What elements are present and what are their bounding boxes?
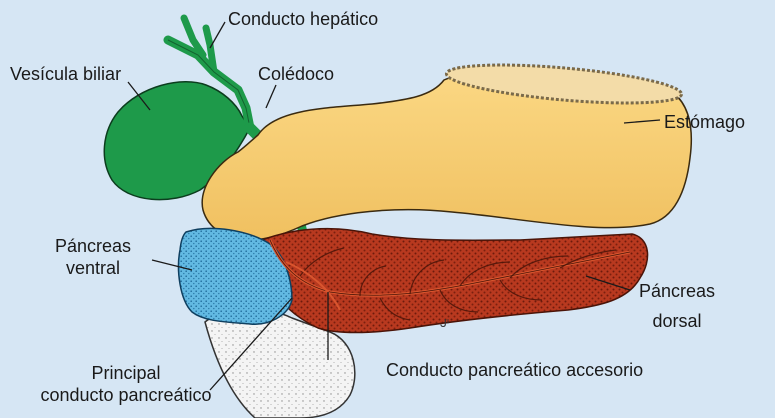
label-bile-duct: Colédoco	[258, 63, 334, 85]
label-accessory-duct: Conducto pancreático accesorio	[386, 359, 643, 381]
label-stomach: Estómago	[664, 111, 745, 133]
label-gallbladder: Vesícula biliar	[10, 63, 121, 85]
label-hepatic-duct: Conducto hepático	[228, 8, 378, 30]
label-ventral-pancreas: Páncreas ventral	[38, 235, 148, 279]
svg-text:ᒍᑊ: ᒍᑊ	[440, 318, 449, 330]
label-main-pancreatic-duct: Principal conducto pancreático	[4, 362, 248, 406]
label-dorsal-pancreas: Páncreas dorsal	[626, 280, 728, 332]
